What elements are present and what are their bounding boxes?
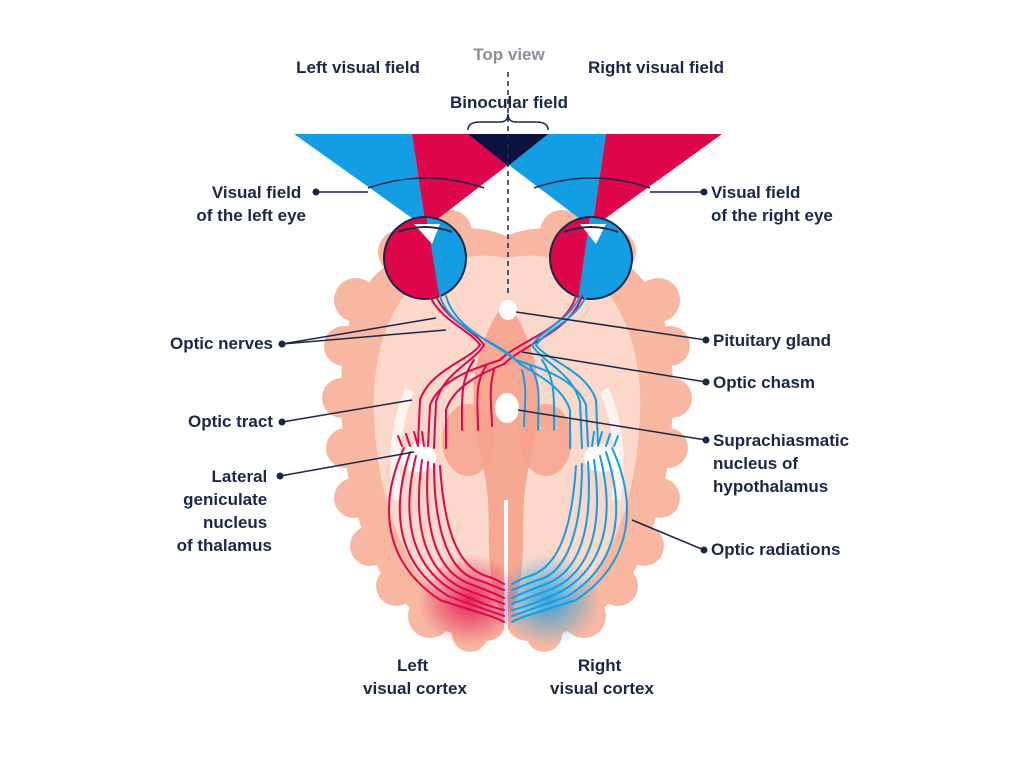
visual-field-right-eye-label: Visual field of the right eye bbox=[711, 183, 833, 225]
optic-chiasm-label: Optic chasm bbox=[713, 373, 815, 392]
top-view-label: Top view bbox=[473, 45, 545, 64]
labels: Top view Left visual field Right visual … bbox=[170, 45, 854, 698]
optic-radiations-label: Optic radiations bbox=[711, 540, 840, 559]
brain-midline-core bbox=[473, 300, 539, 618]
pituitary-gland bbox=[499, 300, 517, 320]
lgn-right bbox=[584, 444, 620, 472]
thalamus-right bbox=[520, 404, 572, 476]
lateral-geniculate-label: Lateral geniculate nucleus of thalamus bbox=[177, 467, 272, 555]
right-eye-field-red bbox=[592, 134, 722, 228]
optic-nerves-label: Optic nerves bbox=[170, 334, 273, 353]
thalamus-left bbox=[442, 404, 494, 476]
right-eye-field-arc bbox=[533, 177, 651, 189]
optic-tract-label: Optic tract bbox=[188, 412, 273, 431]
binocular-field-label: Binocular field bbox=[450, 93, 568, 112]
brain bbox=[322, 210, 692, 652]
suprachiasmatic-nucleus bbox=[495, 393, 519, 423]
left-eye bbox=[383, 216, 467, 300]
left-eye-field-arc bbox=[367, 177, 485, 189]
visual-fields bbox=[294, 134, 722, 228]
right-visual-field-label: Right visual field bbox=[588, 58, 724, 77]
suprachiasmatic-label: Suprachiasmatic nucleus of hypothalamus bbox=[713, 431, 854, 496]
pathway-red bbox=[388, 295, 583, 623]
binocular-brace bbox=[467, 113, 549, 131]
left-eye-field-blue bbox=[294, 134, 426, 228]
left-visual-field-label: Left visual field bbox=[296, 58, 420, 77]
binocular-overlap bbox=[468, 134, 548, 166]
right-visual-cortex-region bbox=[496, 554, 600, 646]
pituitary-gland-label: Pituitary gland bbox=[713, 331, 831, 350]
leader-lines bbox=[276, 188, 710, 554]
right-visual-cortex-label: Right visual cortex bbox=[550, 656, 654, 698]
right-eye bbox=[549, 216, 633, 300]
pathway-blue bbox=[439, 295, 628, 623]
visual-field-left-eye-label: Visual field of the left eye bbox=[196, 183, 306, 225]
left-visual-cortex-label: Left visual cortex bbox=[363, 656, 467, 698]
